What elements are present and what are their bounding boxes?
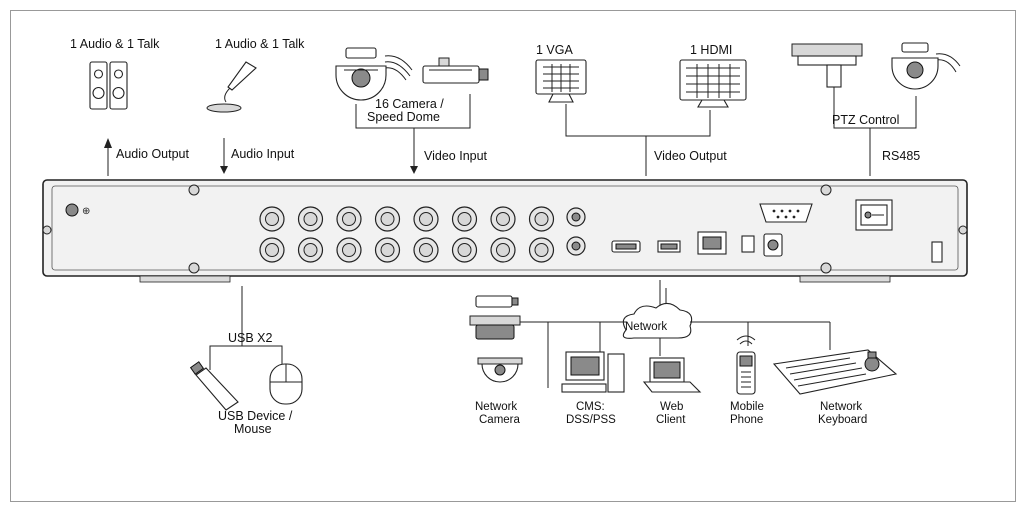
label-audio-output: Audio Output [116,147,189,161]
svg-text:⊕: ⊕ [82,206,90,217]
bnc-connector-core [380,243,395,257]
label-camera-line1: 16 Camera / [375,97,444,111]
label-usb-x2: USB X2 [228,331,273,345]
label-network-keyboard-line2: Keyboard [818,414,867,426]
bnc-connector-core [342,243,356,257]
network-cloud-icon [622,302,693,339]
vga-monitor-icon [535,59,587,103]
bnc-connector-core [303,243,318,257]
mobile-phone-icon [736,335,756,395]
label-mobile-phone-line2: Phone [730,414,763,426]
bnc-connector-core [534,243,549,257]
label-web-client-line1: Web [660,401,683,413]
label-hdmi: 1 HDMI [690,43,732,57]
label-network: Network [625,321,667,333]
label-web-client-line2: Client [656,414,686,426]
label-usb-device-line2: Mouse [234,422,272,436]
bnc-connector-core [419,243,433,257]
dvr-rear-panel: ⊕ [42,179,968,283]
bnc-connector-core [496,243,510,257]
hdmi-monitor-icon [679,59,747,108]
label-audio-input: Audio Input [231,147,295,161]
bnc-connector-core [457,243,472,257]
bnc-connector-core [303,212,318,226]
label-camera-line2: Speed Dome [367,110,440,124]
bullet-camera-icon [422,57,489,84]
bnc-connector-core [534,212,549,226]
label-usb-device-line1: USB Device / [218,409,293,423]
laptop-icon [642,357,702,393]
label-mobile-phone-line1: Mobile [730,401,764,413]
ptz-decoder-icon [791,43,863,104]
ptz-dome-icon [891,42,961,90]
microphone-icon [206,61,257,113]
label-ptz-control: PTZ Control [832,113,899,127]
bnc-video-inputs [259,206,555,263]
network-camera-icon [469,295,523,383]
label-cms-line1: CMS: [576,401,605,413]
label-cms-line2: DSS/PSS [566,414,616,426]
label-audio-talk-1: 1 Audio & 1 Talk [70,37,160,51]
label-network-keyboard-line1: Network [820,401,862,413]
label-audio-talk-2: 1 Audio & 1 Talk [215,37,305,51]
bnc-connector-core [265,243,279,257]
label-network-camera-line2: Camera [479,414,521,426]
label-video-input: Video Input [424,149,488,163]
label-vga: 1 VGA [536,43,573,57]
mouse-icon [269,363,303,405]
bnc-connector-core [457,212,472,226]
label-network-camera-line1: Network [475,401,517,413]
speed-dome-icon [335,47,413,101]
speaker-icon [89,61,128,110]
label-rs485: RS485 [882,149,920,163]
bnc-connector-core [496,212,510,226]
bnc-connector-core [380,212,395,226]
usb-stick-icon [189,361,239,411]
network-keyboard-icon [772,349,898,395]
label-video-output: Video Output [654,149,727,163]
bnc-connector-core [419,212,433,226]
diagram-frame [10,10,1016,502]
bnc-connector-core [342,212,356,226]
bnc-connector-core [265,212,279,226]
cms-computer-icon [561,351,625,393]
